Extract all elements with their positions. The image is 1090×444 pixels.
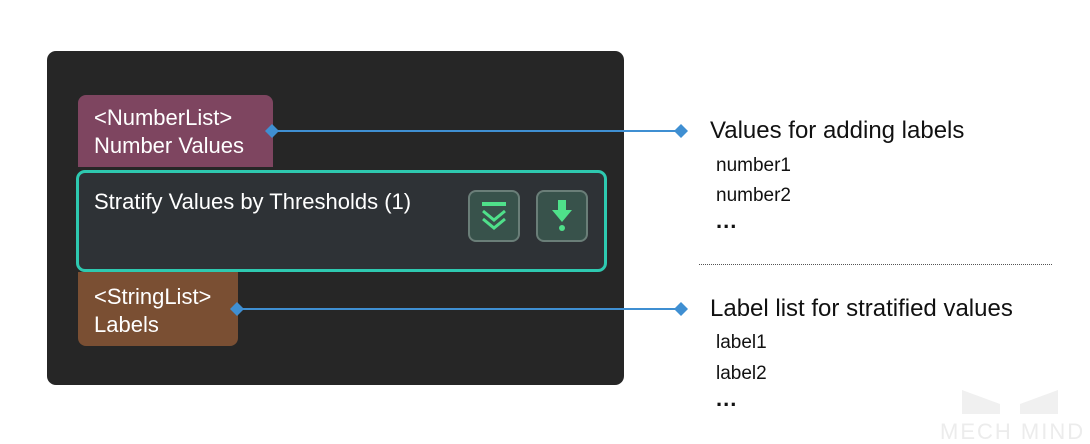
collapse-chevrons-icon [482, 202, 506, 230]
input-port-number-values[interactable]: <NumberList> Number Values [78, 95, 273, 167]
step-node-body[interactable]: Stratify Values by Thresholds (1) [76, 170, 607, 272]
input-annotation-item: number1 [716, 155, 791, 176]
input-annotation-ellipsis: ... [716, 208, 738, 233]
mech-mind-watermark-logo: MECH MIND [940, 384, 1090, 444]
step-title: Stratify Values by Thresholds (1) [94, 189, 412, 214]
mech-mind-logo-icon [962, 390, 1058, 414]
output-port-type-label: <StringList> [94, 284, 212, 309]
input-annotation-title: Values for adding labels [710, 117, 965, 144]
download-arrow-icon [552, 200, 572, 231]
export-button[interactable] [536, 190, 588, 242]
output-annotation-item: label2 [716, 363, 767, 384]
collapse-button[interactable] [468, 190, 520, 242]
output-connector [230, 302, 688, 316]
watermark-text: MECH MIND [940, 419, 1086, 444]
section-divider [699, 264, 1052, 265]
input-connector [265, 124, 688, 138]
output-port-name-label: Labels [94, 312, 159, 337]
output-annotation-item: label1 [716, 332, 767, 353]
output-annotation-title: Label list for stratified values [710, 295, 1013, 322]
input-annotation-item: number2 [716, 185, 791, 206]
output-port-labels[interactable]: <StringList> Labels [78, 272, 238, 346]
input-port-type-label: <NumberList> [94, 105, 233, 130]
input-port-name-label: Number Values [94, 133, 244, 158]
output-annotation-ellipsis: ... [716, 386, 738, 411]
